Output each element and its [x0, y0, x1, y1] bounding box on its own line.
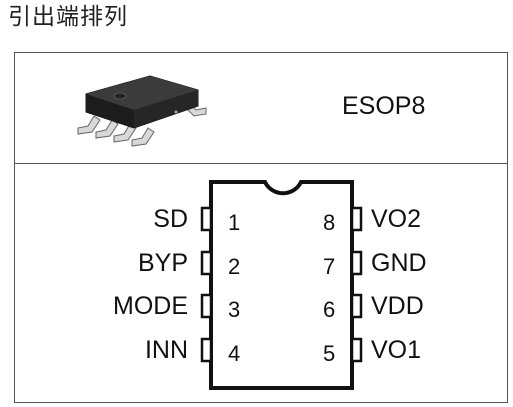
pin-name-5: VO1	[371, 336, 422, 364]
ic-body	[209, 180, 354, 390]
pin-name-8: VO2	[371, 205, 422, 233]
pin-name-2: BYP	[137, 249, 188, 277]
pin-name-7: GND	[371, 249, 427, 277]
package-pin	[113, 123, 137, 143]
pin-number-8: 8	[323, 210, 336, 235]
pin-stub	[350, 293, 363, 319]
pin-number-3: 3	[228, 297, 241, 322]
table-divider	[14, 163, 508, 164]
pin-name-4: INN	[144, 336, 188, 364]
pin-stub	[350, 337, 363, 363]
pin-stub	[200, 293, 213, 319]
pin-number-2: 2	[228, 254, 241, 279]
pin-number-1: 1	[228, 210, 241, 235]
pin-number-7: 7	[323, 254, 336, 279]
esop8-package-image	[77, 75, 207, 147]
pin-name-3: MODE	[113, 292, 188, 320]
package-pin	[131, 127, 155, 147]
package-pin	[77, 115, 101, 135]
package-name: ESOP8	[342, 92, 426, 120]
pin-number-4: 4	[228, 341, 241, 366]
pin-name-6: VDD	[371, 292, 424, 320]
pin-stub	[200, 206, 213, 232]
page-title: 引出端排列	[8, 4, 128, 30]
pin-stub	[200, 250, 213, 276]
pin-stub	[350, 206, 363, 232]
pin-stub	[200, 337, 213, 363]
pin-number-5: 5	[323, 341, 336, 366]
pin-number-6: 6	[323, 297, 336, 322]
pin-stub	[350, 250, 363, 276]
pin-name-1: SD	[153, 205, 188, 233]
pinout-table	[14, 52, 508, 403]
package-pin	[95, 119, 119, 139]
